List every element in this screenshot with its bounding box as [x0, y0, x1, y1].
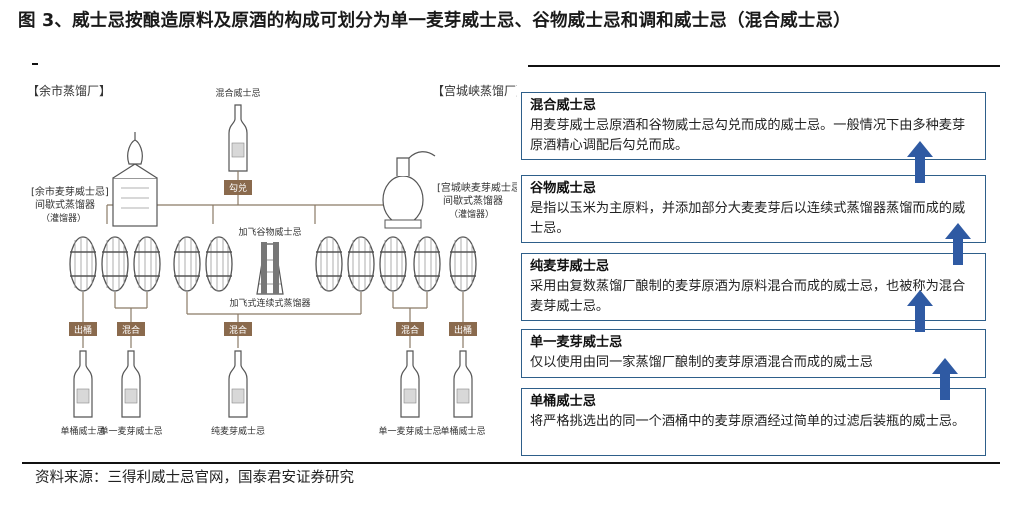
barrel-7	[347, 236, 375, 292]
continuous-still-icon	[256, 242, 284, 295]
barrel-3	[133, 236, 161, 292]
svg-text:混合: 混合	[122, 324, 140, 336]
barrel-5	[205, 236, 233, 292]
barrel-2	[101, 236, 129, 292]
card-text: 采用由复数蒸馏厂酿制的麦芽原酒为原料混合而成的威士忌，也被称为混合麦芽威士忌。	[530, 279, 966, 314]
blended-top-label: 混合威士忌	[215, 87, 260, 99]
blend-box	[224, 180, 252, 195]
card-title: 单桶威士忌	[530, 394, 596, 409]
left-pot-still-icon	[112, 132, 158, 227]
svg-text:混合: 混合	[229, 324, 247, 336]
arrow-up-icon	[945, 223, 971, 265]
bottle-single-cask-left-icon	[73, 350, 93, 418]
bottle-single-cask-right-icon	[453, 350, 473, 418]
svg-text:混合: 混合	[401, 324, 419, 336]
card-pure-malt-whisky: 纯麦芽威士忌 采用由复数蒸馏厂酿制的麦芽原酒为原料混合而成的威士忌，也被称为混合…	[521, 253, 986, 321]
right-distillery-label: 【宫城峡蒸馏厂】	[432, 83, 517, 98]
barrel-9	[413, 236, 441, 292]
source-note: 资料来源：三得利威士忌官网，国泰君安证券研究	[35, 470, 354, 486]
svg-text:出桶: 出桶	[74, 324, 92, 336]
bottle-single-malt-right-icon	[400, 350, 420, 418]
left-still-label-2: 间歇式蒸馏器	[35, 198, 95, 211]
card-text: 用麦芽威士忌原酒和谷物威士忌勾兑而成的威士忌。一般情况下由多种麦芽原酒精心调配后…	[530, 118, 966, 153]
bottom-label-2: 单一麦芽威士忌	[99, 425, 162, 437]
left-distillery-label: 【余市蒸馏厂】	[27, 83, 111, 98]
right-still-label-3: （灌馏器）	[449, 208, 494, 220]
blend-box-label: 勾兑	[229, 182, 247, 194]
right-pot-still-icon	[382, 151, 436, 229]
bottle-pure-malt-icon	[228, 350, 248, 418]
label-mix-left	[117, 322, 145, 336]
card-grain-whisky: 谷物威士忌 是指以玉米为主原料，并添加部分大麦麦芽后以连续式蒸馏器蒸馏而成的威士…	[521, 175, 986, 243]
bottom-label-4: 单一麦芽威士忌	[378, 425, 441, 437]
blended-bottle-icon	[228, 104, 248, 172]
arrow-up-icon	[907, 290, 933, 332]
card-text: 是指以玉米为主原料，并添加部分大麦麦芽后以连续式蒸馏器蒸馏而成的威士忌。	[530, 201, 966, 236]
figure-title: 图 3、威士忌按酿造原料及原酒的构成可划分为单一麦芽威士忌、谷物威士忌和调和威士…	[18, 11, 851, 31]
left-still-label-3: （灌馏器）	[41, 212, 86, 224]
card-single-malt-whisky: 单一麦芽威士忌 仅以使用由同一家蒸馏厂酿制的麦芽原酒混合而成的威士忌	[521, 329, 986, 378]
barrel-6	[315, 236, 343, 292]
barrel-1	[69, 236, 97, 292]
card-title: 谷物威士忌	[530, 181, 596, 196]
card-title: 混合威士忌	[530, 98, 596, 113]
card-text: 仅以使用由同一家蒸馏厂酿制的麦芽原酒混合而成的威士忌	[530, 355, 873, 370]
bottom-label-5: 单桶威士忌	[440, 425, 485, 437]
arrow-up-icon	[907, 141, 933, 183]
card-text: 将严格挑选出的同一个酒桶中的麦芽原酒经过简单的过滤后装瓶的威士忌。	[530, 414, 966, 429]
barrel-10	[449, 236, 477, 292]
footer-rule	[22, 462, 1000, 464]
right-still-label-2: 间歇式蒸馏器	[443, 194, 503, 207]
continuous-still-label: 加飞式连续式蒸馏器	[229, 297, 310, 309]
barrel-4	[173, 236, 201, 292]
bottom-label-3: 纯麦芽威士忌	[211, 425, 265, 437]
arrow-up-icon	[932, 358, 958, 400]
svg-text:出桶: 出桶	[454, 324, 472, 336]
label-out-barrel-right	[449, 322, 477, 336]
title-rule	[528, 65, 1000, 67]
right-still-label-1: [宫城峡麦芽威士忌]	[437, 181, 517, 194]
barrel-8	[379, 236, 407, 292]
card-single-cask-whisky: 单桶威士忌 将严格挑选出的同一个酒桶中的麦芽原酒经过简单的过滤后装瓶的威士忌。	[521, 388, 986, 456]
production-diagram: 【余市蒸馏厂】 【宫城峡蒸馏厂】 混合威士忌 勾兑 [余市麦芽威士忌] 间歇式蒸…	[25, 72, 528, 460]
card-title: 纯麦芽威士忌	[530, 259, 610, 274]
label-mix-right	[396, 322, 424, 336]
bottom-label-1: 单桶威士忌	[60, 425, 105, 437]
title-rule-left	[32, 63, 38, 65]
card-title: 单一麦芽威士忌	[530, 335, 623, 350]
grain-whisky-label: 加飞谷物威士忌	[238, 226, 301, 238]
label-mix-center	[224, 322, 252, 336]
label-out-barrel-left	[69, 322, 97, 336]
bottle-single-malt-left-icon	[121, 350, 141, 418]
left-still-label-1: [余市麦芽威士忌]	[31, 185, 109, 198]
card-blended-whisky: 混合威士忌 用麦芽威士忌原酒和谷物威士忌勾兑而成的威士忌。一般情况下由多种麦芽原…	[521, 92, 986, 160]
